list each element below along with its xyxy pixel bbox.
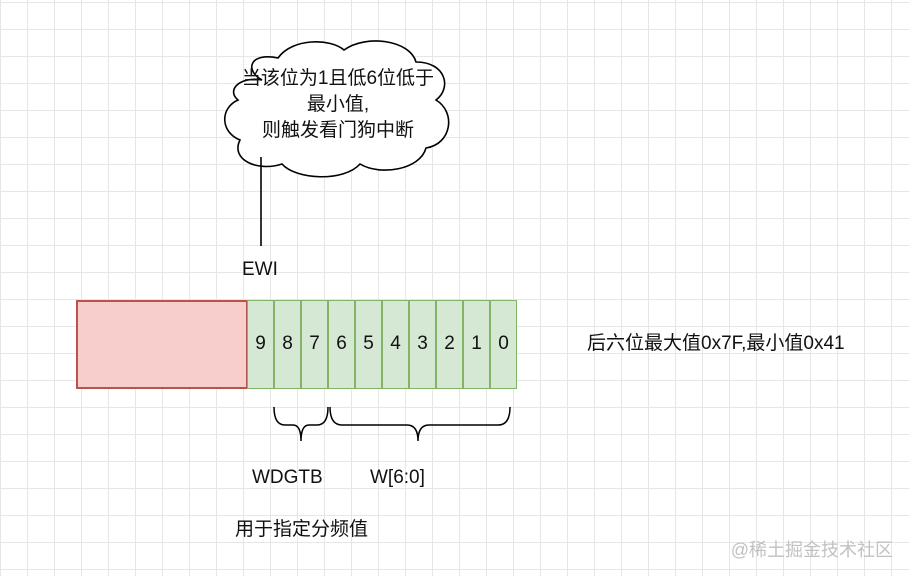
cloud-line-3: 则触发看门狗中断 [261,120,414,141]
bit-cell-9: 9 [247,300,274,389]
bit-cell-6: 6 [328,300,355,389]
register-range-note: 后六位最大值0x7F,最小值0x41 [587,333,845,354]
wdgtb-brace [273,406,329,442]
bit-cell-0: 0 [490,300,517,389]
bit-cell-3: 3 [409,300,436,389]
bit-cell-8: 8 [274,300,301,389]
bit-cell-4: 4 [382,300,409,389]
cloud-line-1: 当该位为1且低6位低于 [241,68,435,89]
w-field-label: W[6:0] [370,467,425,488]
cloud-callout-text: 当该位为1且低6位低于 最小值, 则触发看门狗中断 [222,66,454,144]
ewi-label: EWI [242,259,278,280]
cloud-line-2: 最小值, [306,94,370,115]
bit-cell-7: 7 [301,300,328,389]
bit-cell-5: 5 [355,300,382,389]
cloud-shape [224,40,450,178]
wdgtb-note: 用于指定分频值 [235,519,369,540]
bit-cell-2: 2 [436,300,463,389]
w-brace [329,406,511,442]
watermark: @稀土掘金技术社区 [730,540,893,560]
register-high-bits-block [76,300,248,389]
bit-cell-1: 1 [463,300,490,389]
wdgtb-label: WDGTB [252,467,323,488]
